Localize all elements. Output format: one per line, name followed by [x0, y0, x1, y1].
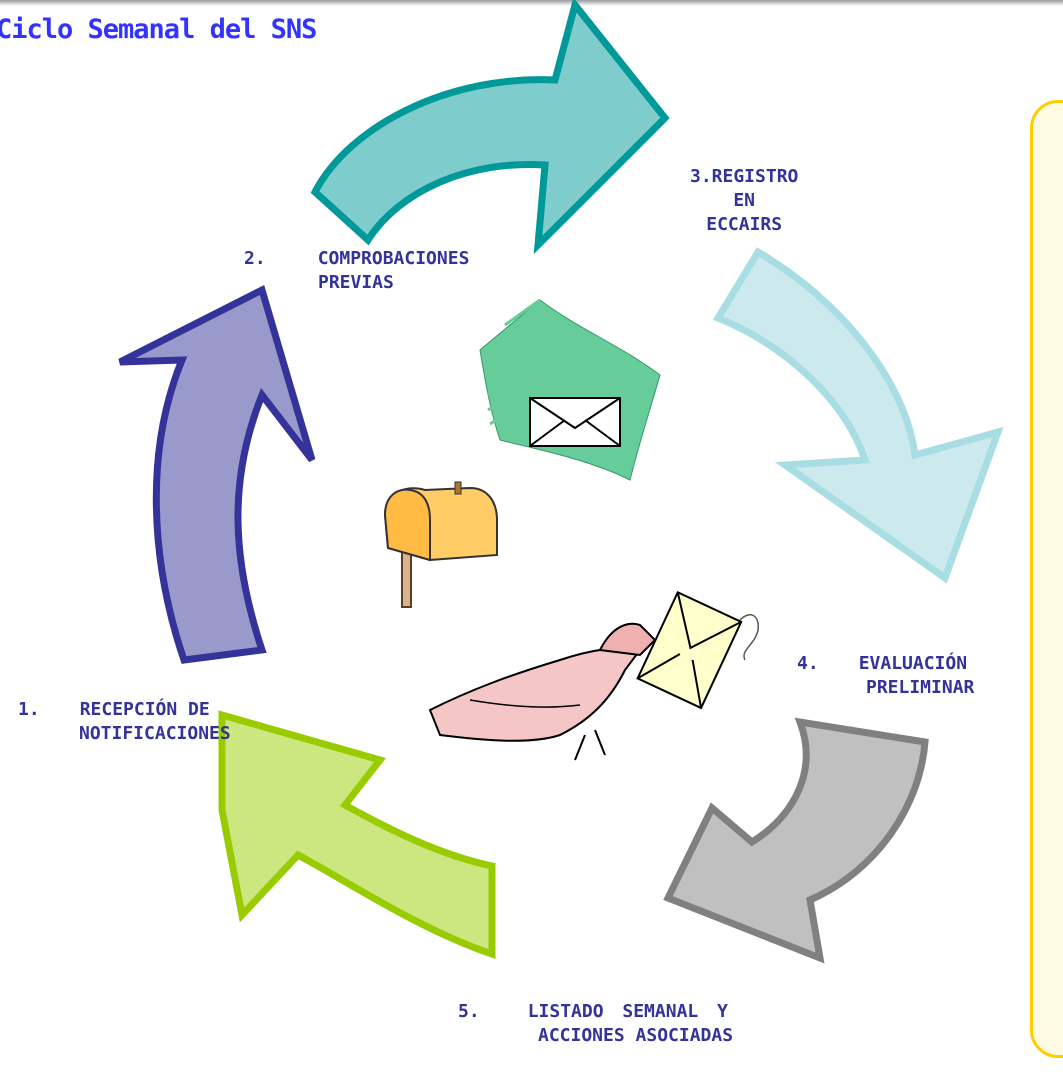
- step-2-line-2: PREVIAS: [318, 272, 394, 293]
- step-3-line-1: 3.REGISTRO: [690, 166, 799, 187]
- cycle-arrow-3: [712, 247, 1004, 584]
- step-5-line-1: LISTADO SEMANAL Y: [527, 1001, 728, 1022]
- cycle-arrow-5: [218, 710, 496, 959]
- cycle-arrow-4: [663, 717, 929, 964]
- side-note-panel: [1030, 100, 1063, 1058]
- step-4-number: 4.: [797, 653, 819, 674]
- step-1-label: 1. RECEPCIÓN DE NOTIFICACIONES: [18, 698, 231, 746]
- step-1-line-2: NOTIFICACIONES: [79, 723, 231, 744]
- step-1-number: 1.: [18, 699, 40, 720]
- step-3-label: 3.REGISTRO EN ECCAIRS: [690, 165, 798, 237]
- cycle-arrow-1: [118, 284, 316, 664]
- step-3-line-2: EN: [733, 190, 756, 211]
- step-2-number: 2.: [244, 248, 266, 269]
- step-1-line-1: RECEPCIÓN DE: [79, 699, 210, 720]
- page-title: Ciclo Semanal del SNS: [0, 14, 317, 45]
- step-5-number: 5.: [458, 1001, 480, 1022]
- step-4-line-2: PRELIMINAR: [866, 677, 975, 698]
- step-2-line-1: COMPROBACIONES: [317, 248, 470, 269]
- step-3-line-3: ECCAIRS: [706, 214, 783, 235]
- step-5-line-2: ACCIONES ASOCIADAS: [538, 1025, 734, 1046]
- top-border-shadow: [0, 0, 1063, 6]
- mailbox-icon: [383, 481, 498, 608]
- flying-envelope-icon: [479, 298, 661, 481]
- step-5-label: 5. LISTADO SEMANAL Y ACCIONES ASOCIADAS: [458, 1000, 733, 1048]
- step-2-label: 2. COMPROBACIONES PREVIAS: [244, 247, 469, 295]
- cycle-arrow-2: [310, 0, 670, 255]
- step-4-label: 4. EVALUACIÓN PRELIMINAR: [797, 652, 974, 700]
- bird-with-letter-icon: [428, 590, 759, 761]
- step-4-line-1: EVALUACIÓN: [858, 653, 968, 674]
